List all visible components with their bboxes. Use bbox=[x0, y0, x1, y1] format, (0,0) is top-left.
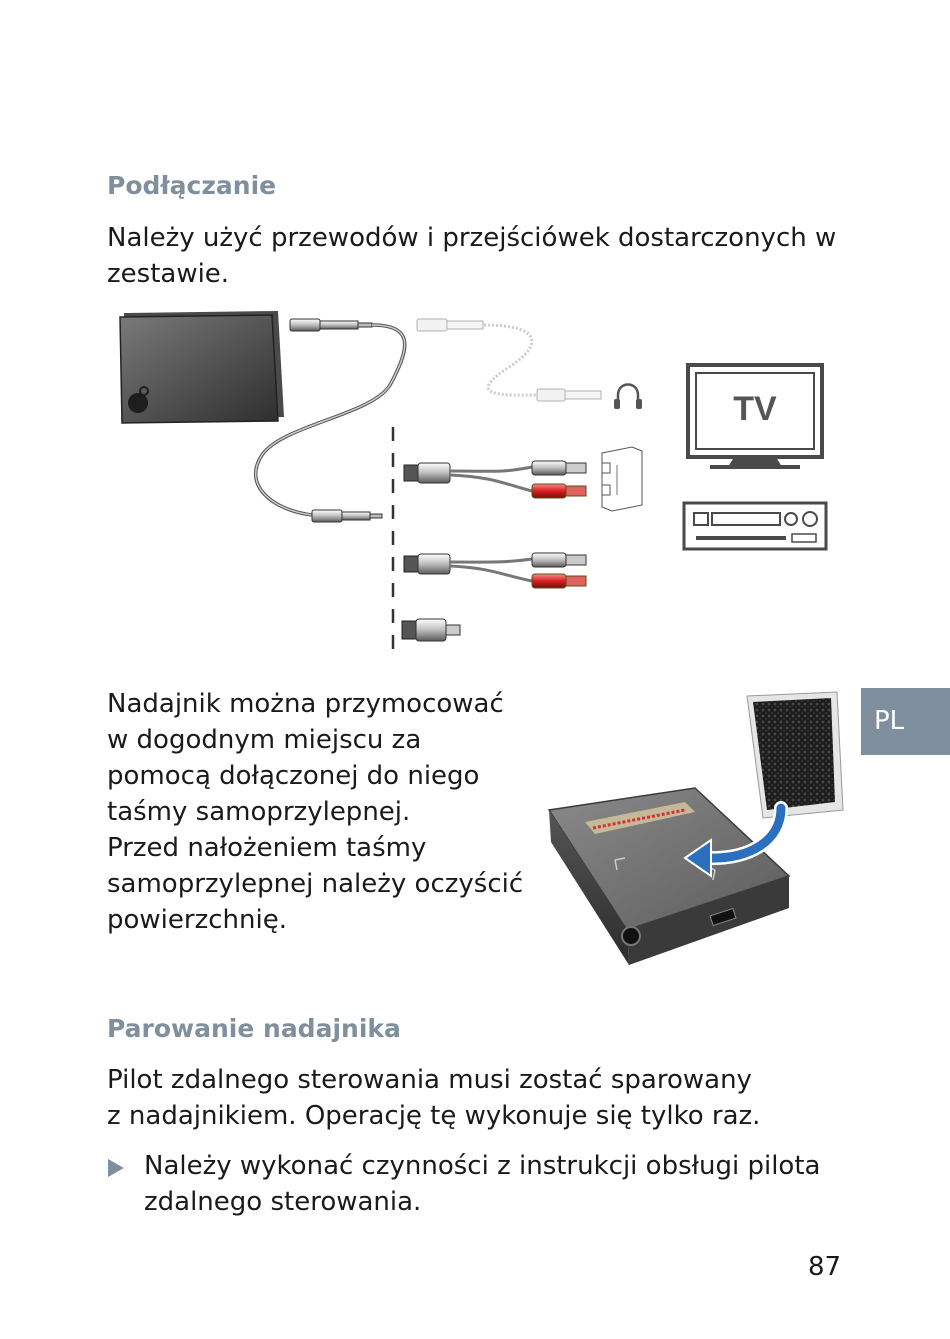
paragraph-line: pomocą dołączonej do niego bbox=[107, 761, 480, 791]
connecting-paragraph: Należy użyć przewodów i przejściówek dos… bbox=[107, 220, 836, 292]
paragraph-line: Nadajnik można przymocować bbox=[107, 689, 504, 719]
pairing-paragraph: Pilot zdalnego sterowania musi zostać sp… bbox=[107, 1062, 760, 1134]
jack-to-jack-cable bbox=[254, 318, 407, 523]
headphones-icon bbox=[614, 383, 642, 409]
tv-icon: TV bbox=[686, 363, 824, 469]
paragraph-line: w dogodnym miejscu za bbox=[107, 725, 422, 755]
section-heading-pairing: Parowanie nadajnika bbox=[107, 1014, 401, 1043]
stereo-receiver-icon bbox=[682, 501, 828, 551]
mounting-paragraph: Nadajnik można przymocować w dogodnym mi… bbox=[107, 686, 523, 938]
paragraph-line: z nadajnikiem. Operację tę wykonuje się … bbox=[107, 1101, 761, 1131]
bullet-text: Należy wykonać czynności z instrukcji ob… bbox=[144, 1148, 820, 1220]
paragraph-line: Pilot zdalnego sterowania musi zostać sp… bbox=[107, 1065, 752, 1095]
language-tab: PL bbox=[861, 688, 950, 755]
paragraph-line: zestawie. bbox=[107, 259, 230, 289]
attach-arrow bbox=[683, 801, 788, 878]
transmitter-device bbox=[547, 787, 791, 965]
tv-label: TV bbox=[733, 390, 777, 428]
connection-diagram: TV bbox=[119, 311, 828, 660]
paragraph-line: samoprzylepnej należy oczyścić bbox=[107, 869, 524, 899]
jack-to-rca-cable bbox=[403, 552, 587, 589]
section-heading-connecting: Podłączanie bbox=[107, 171, 277, 200]
paragraph-line: powierzchnię. bbox=[107, 905, 287, 935]
jack-to-rca-cable bbox=[403, 446, 643, 512]
paragraph-line: Przed nałożeniem taśmy bbox=[107, 833, 427, 863]
jack-adapter bbox=[401, 618, 461, 642]
paragraph-line: taśmy samoprzylepnej. bbox=[107, 797, 411, 827]
headphone-cable bbox=[416, 318, 602, 402]
bullet-line: zdalnego sterowania. bbox=[144, 1187, 422, 1217]
transmitter-box bbox=[119, 311, 284, 424]
paragraph-line: Należy użyć przewodów i przejściówek dos… bbox=[107, 223, 837, 253]
triangle-bullet-icon bbox=[108, 1159, 124, 1177]
bullet-line: Należy wykonać czynności z instrukcji ob… bbox=[144, 1151, 821, 1181]
velcro-pad bbox=[746, 691, 844, 819]
transmitter-velcro-photo bbox=[547, 691, 844, 965]
page-number: 87 bbox=[808, 1252, 842, 1282]
